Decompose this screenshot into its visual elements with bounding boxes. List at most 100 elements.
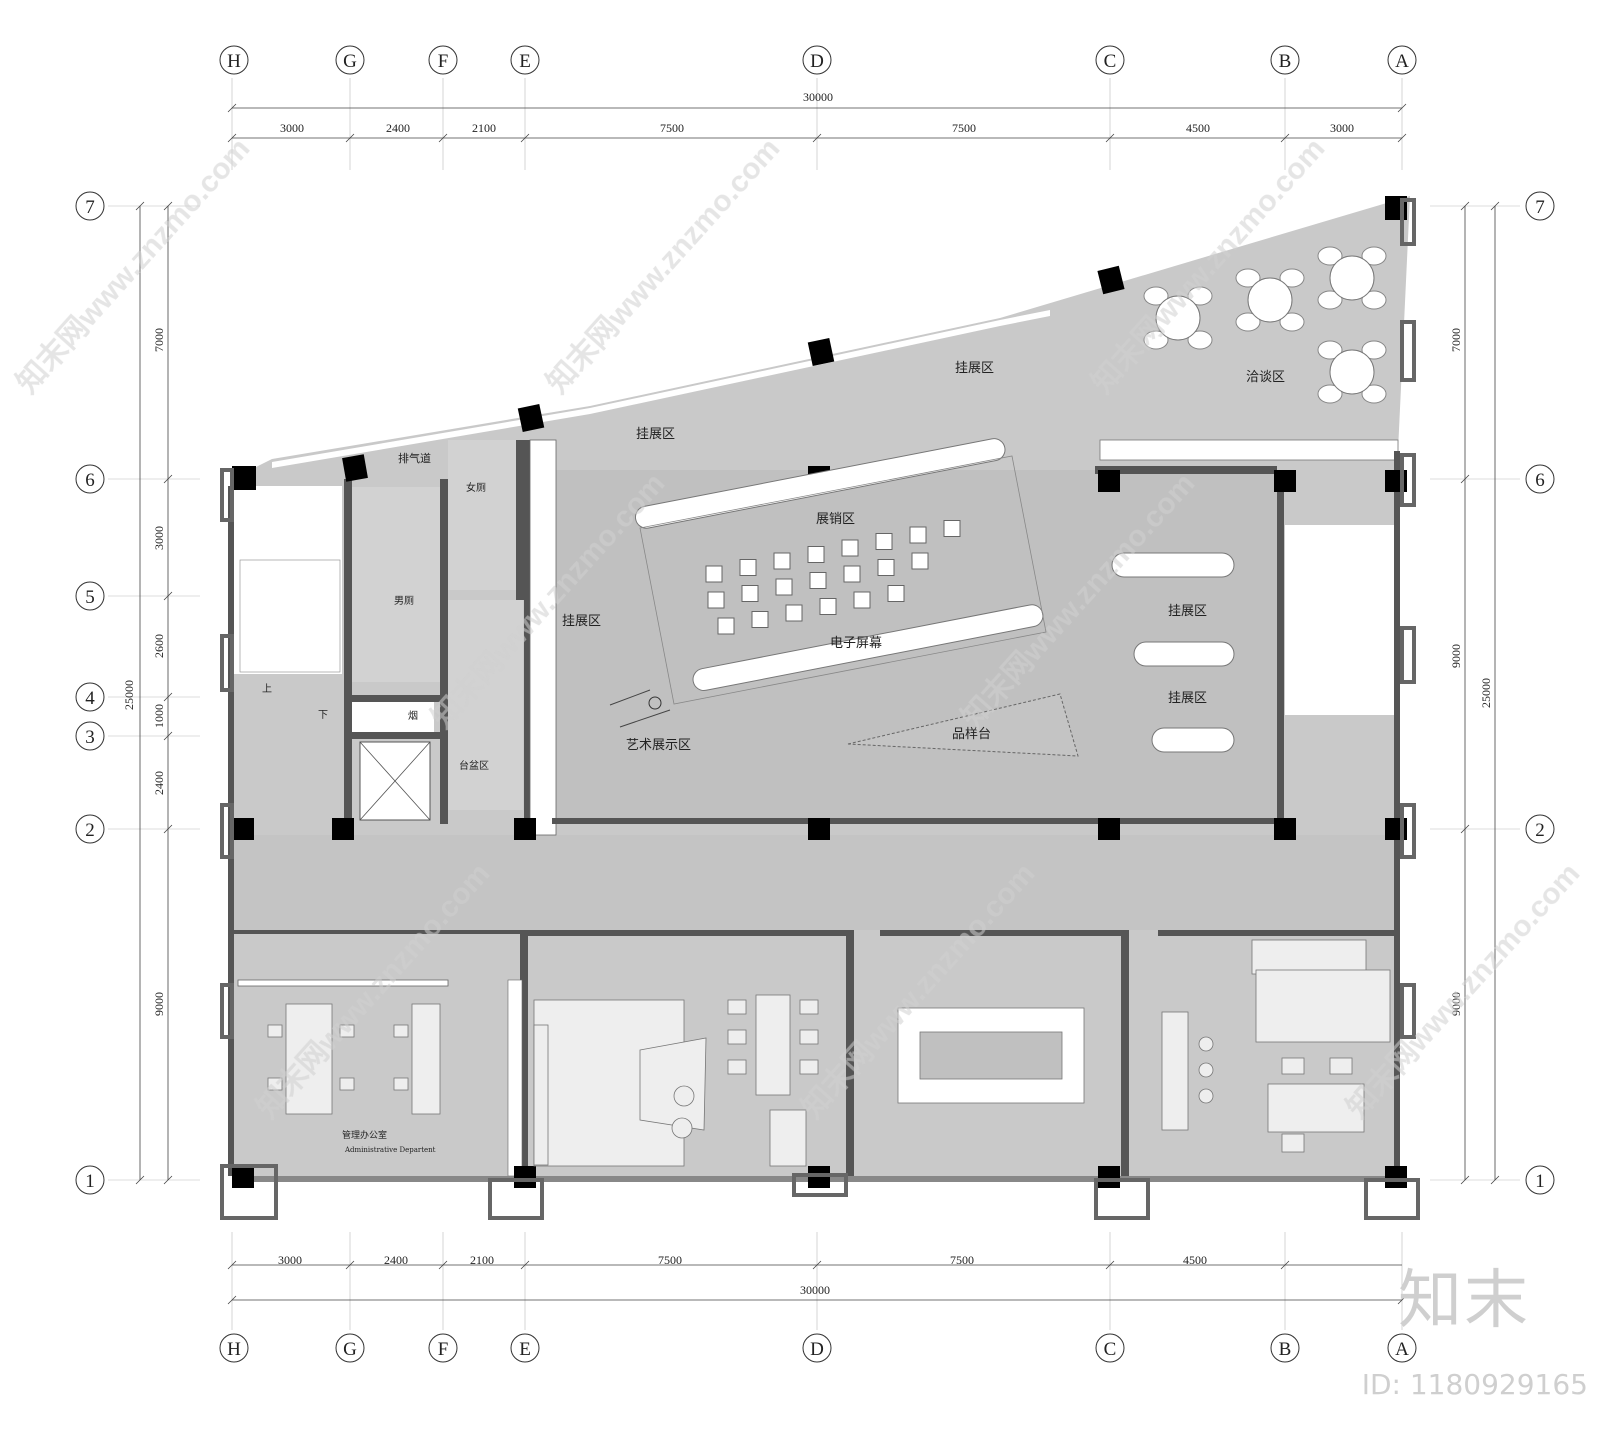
dim-left-seg-2: 3000 [152,526,166,550]
dim-top-seg-7: 3000 [1330,121,1354,135]
label-sales: 展销区 [816,512,855,527]
seat [773,552,791,570]
round-table [1143,286,1213,350]
label-office-cn: 管理办公室 [342,1129,387,1141]
chair [1317,384,1343,404]
image-id: ID: 1180929165 [1361,1368,1588,1401]
dim-left-seg-1: 7000 [152,328,166,352]
chair [1279,268,1305,288]
seat [841,539,859,557]
seat [705,565,723,583]
axis-col-e-top: E [519,51,531,72]
label-hang-3: 挂展区 [562,614,601,629]
dim-left-seg-5: 2400 [152,771,166,795]
dim-top-seg-2: 2400 [386,121,410,135]
label-smoke: 烟 [408,709,418,722]
label-womens-wc: 女厕 [466,481,486,494]
seat [819,598,837,615]
dim-bottom-seg-3: 2100 [470,1253,494,1267]
axis-col-a-top: A [1395,51,1409,72]
chair [1235,268,1261,288]
dim-bottom-seg-4: 7500 [658,1253,682,1267]
chair [1317,246,1343,266]
office-furniture [267,939,1391,1167]
seat [741,585,759,602]
dim-left-total: 25000 [122,680,136,710]
grid-lines [108,78,1520,1330]
chair [1317,340,1343,360]
seat [853,591,871,609]
seat [751,611,769,628]
axis-bubbles-top [75,45,1555,1363]
dim-right-seg-3: 9000 [1449,992,1463,1016]
label-office-en: Administrative Departent [344,1146,436,1154]
watermark-1: 知末网www.znzmo.com [11,132,257,400]
dim-right-total: 25000 [1479,678,1493,708]
round-table [1317,246,1387,310]
label-mens-wc: 男厕 [394,595,414,607]
axis-row-1-left: 1 [85,1171,95,1192]
dim-bottom-seg-1: 3000 [278,1253,302,1267]
axis-col-f-bottom: F [438,1339,449,1360]
label-hang-1: 挂展区 [636,427,675,442]
watermark-2: 知末网www.znzmo.com [541,132,787,400]
axis-row-2-right: 2 [1535,820,1545,841]
dim-top-seg-1: 3000 [280,121,304,135]
dim-bottom-seg-6: 4500 [1183,1253,1207,1267]
dim-bottom-seg-5: 7500 [950,1253,974,1267]
negotiation-tables [1143,246,1387,404]
columns [220,196,1420,1220]
dim-left-seg-6: 9000 [152,992,166,1016]
seat [875,533,893,550]
table-top [1155,295,1201,341]
label-stair-up: 上 [262,683,272,695]
table-top [1329,349,1375,395]
label-screen: 电子屏幕 [830,636,882,651]
dim-top-seg-4: 7500 [660,121,684,135]
chair [1279,312,1305,332]
dim-left-seg-4: 1000 [152,704,166,728]
label-exhaust: 排气道 [398,451,431,465]
seat [707,591,725,609]
chair [1361,384,1387,404]
seat [785,604,803,622]
seat [909,526,927,544]
chair [1187,330,1213,350]
axis-row-5-left: 5 [85,587,95,608]
axis-col-g-top: G [343,51,357,72]
seat [911,552,929,570]
seat [877,559,895,576]
chair [1361,340,1387,360]
exhibition-fixtures [609,438,1235,757]
axis-row-1-right: 1 [1535,1171,1545,1192]
label-hang-4: 挂展区 [1168,604,1207,619]
chair [1235,312,1261,332]
dimension-lines [135,103,1500,1305]
seat [809,572,827,589]
seat [717,617,735,635]
dim-left-seg-3: 2600 [152,634,166,658]
seat [943,520,961,537]
dim-right-seg-2: 9000 [1449,644,1463,668]
brand-logo: 知末 [1398,1264,1530,1338]
axis-col-b-bottom: B [1279,1339,1292,1360]
label-basin: 台盆区 [459,759,489,772]
label-hang-2: 挂展区 [955,361,994,376]
label-stair-down: 下 [318,710,328,721]
axis-col-e-bottom: E [519,1339,531,1360]
axis-col-h-top: H [227,51,241,72]
round-table [1317,340,1387,404]
axis-col-c-bottom: C [1104,1339,1117,1360]
axis-col-b-top: B [1279,51,1292,72]
table-top [1247,277,1293,323]
dim-top-seg-5: 7500 [952,121,976,135]
axis-col-d-bottom: D [810,1339,824,1360]
chair [1187,286,1213,306]
axis-row-7-right: 7 [1535,197,1545,218]
dim-top-seg-3: 2100 [472,121,496,135]
round-table [1235,268,1305,332]
sales-seat-grid [705,520,961,635]
axis-col-g-bottom: G [343,1339,357,1360]
axis-col-d-top: D [810,51,824,72]
